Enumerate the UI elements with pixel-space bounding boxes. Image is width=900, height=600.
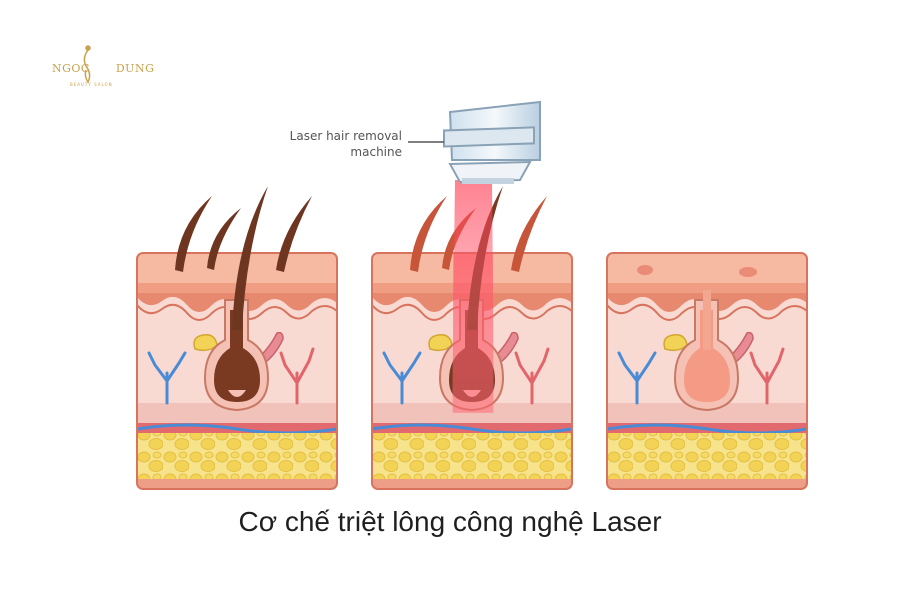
skin-panel-before [137,253,337,489]
machine-label-line2: machine [350,145,402,159]
laser-machine [443,100,541,184]
brand-logo: NGOC DUNG [52,62,154,75]
diagram-caption: Cơ chế triệt lông công nghệ Laser [238,506,662,537]
laser-beam [452,180,494,412]
brand-tagline: BEAUTY SALON [70,82,113,87]
machine-label: Laser hair removal machine [250,128,402,160]
brand-right: DUNG [115,62,155,75]
skin-panel-after [607,253,807,489]
brand-logo-mark [83,45,91,84]
brand-left: NGOC [52,62,90,75]
machine-label-line1: Laser hair removal [289,129,402,143]
hair-strands-before [175,186,312,330]
